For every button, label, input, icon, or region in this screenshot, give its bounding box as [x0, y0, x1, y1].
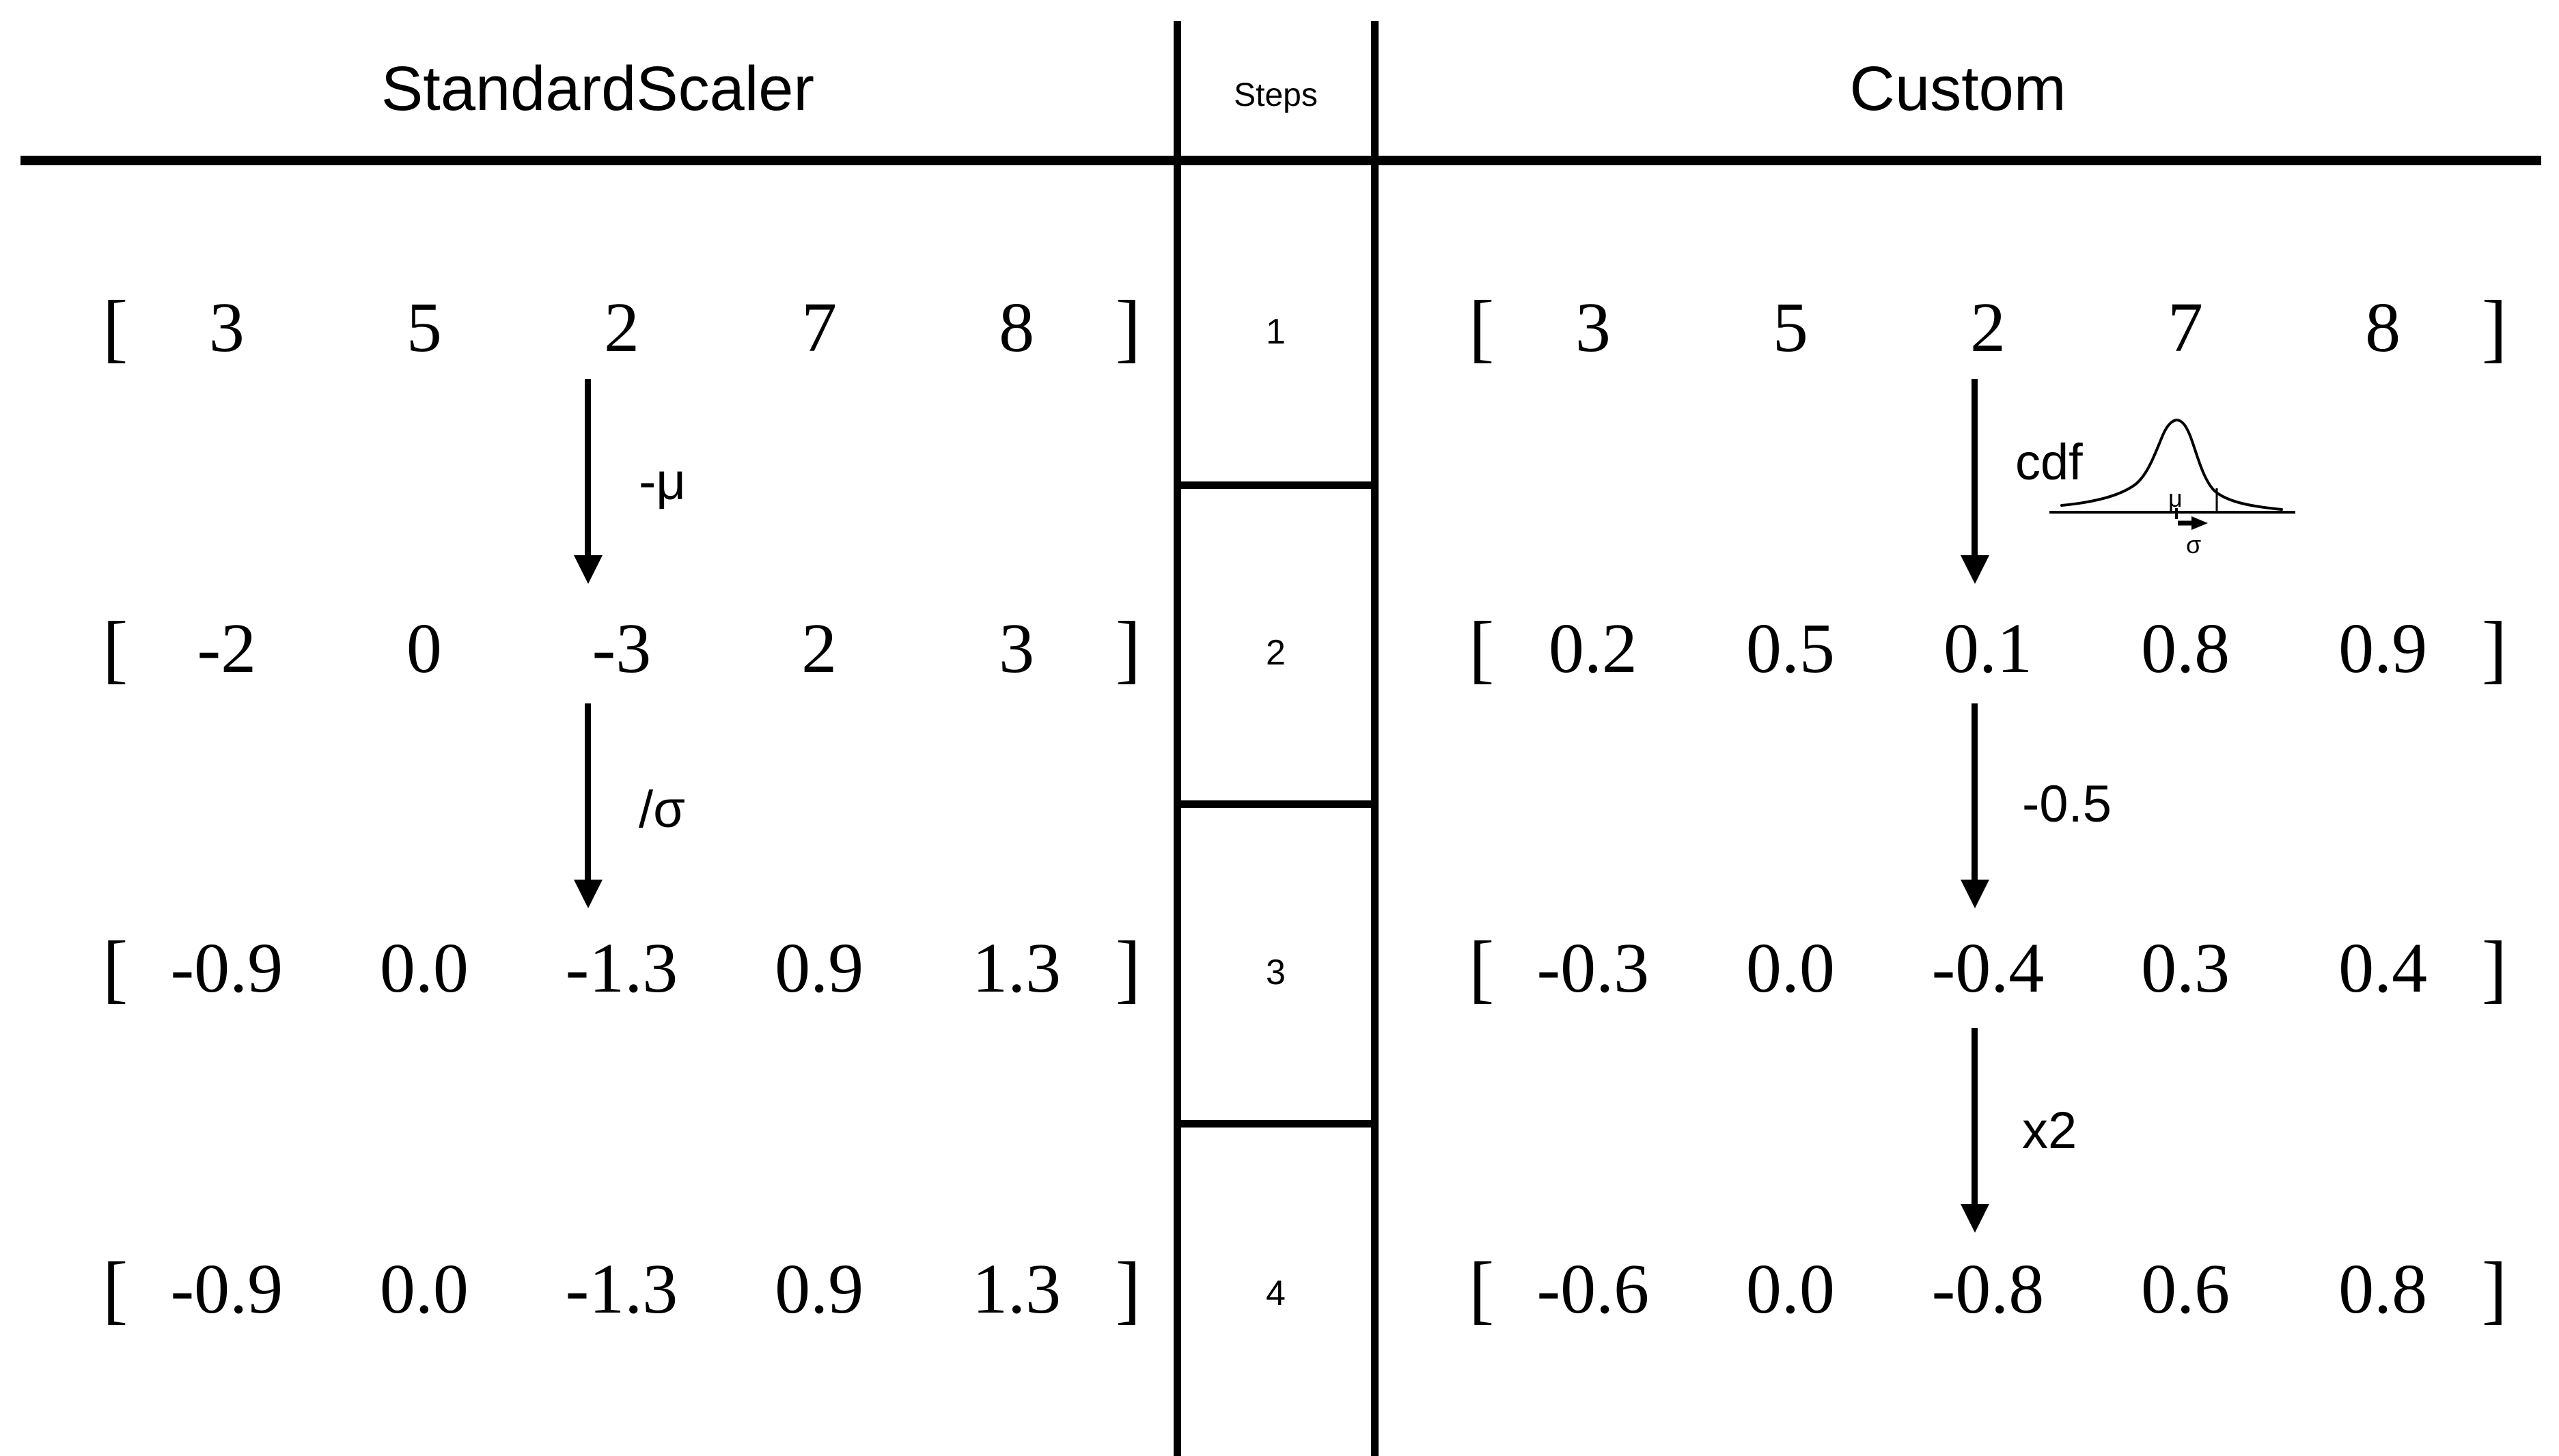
- open-bracket: [: [102, 285, 128, 370]
- left-r1-c3: 2: [603, 288, 639, 367]
- right-value-row-2: [ 0.2 0.5 0.1 0.8 0.9 ]: [1469, 608, 2507, 690]
- open-bracket: [: [102, 606, 128, 691]
- step-number-3: 3: [1266, 953, 1286, 992]
- close-bracket: ]: [2481, 926, 2507, 1011]
- left-r2-c3: -3: [592, 609, 652, 688]
- right-r3-c1: -0.3: [1536, 929, 1650, 1007]
- steps-column-right-border: [1371, 21, 1379, 1456]
- column-header-steps: Steps: [1234, 77, 1318, 113]
- step-divider-1-2: [1177, 481, 1374, 489]
- right-r2-c2: 0.5: [1745, 609, 1835, 688]
- right-arrow-label-minus-half: -0.5: [2022, 775, 2112, 833]
- right-r1-c3: 2: [1969, 288, 2006, 367]
- cdf-inset: cdf μ σ: [2015, 382, 2343, 567]
- open-bracket: [: [102, 1247, 128, 1332]
- left-r3-c5: 1.3: [972, 929, 1062, 1007]
- step-number-2: 2: [1266, 633, 1286, 673]
- step-number-4: 4: [1266, 1274, 1286, 1313]
- right-r2-c1: 0.2: [1548, 609, 1637, 688]
- left-r4-c3: -1.3: [565, 1250, 678, 1328]
- left-r3-c1: -0.9: [170, 929, 283, 1007]
- right-r4-c5: 0.8: [2338, 1250, 2428, 1328]
- right-r2-c3: 0.1: [1943, 609, 2032, 688]
- right-r3-c4: 0.3: [2141, 929, 2230, 1007]
- left-r3-c3: -1.3: [565, 929, 678, 1007]
- open-bracket: [: [1469, 606, 1495, 691]
- close-bracket: ]: [2481, 285, 2507, 370]
- close-bracket: ]: [1115, 1247, 1141, 1332]
- open-bracket: [: [1469, 1247, 1495, 1332]
- open-bracket: [: [1469, 285, 1495, 370]
- right-r4-c4: 0.6: [2141, 1250, 2230, 1328]
- right-r4-c3: -0.8: [1931, 1250, 2045, 1328]
- close-bracket: ]: [2481, 1247, 2507, 1332]
- right-arrow-step3-to-step4-icon: [1954, 1028, 1995, 1233]
- right-r2-c5: 0.9: [2338, 609, 2428, 688]
- right-r1-c4: 7: [2168, 288, 2204, 367]
- step-divider-2-3: [1177, 800, 1374, 808]
- header-horizontal-rule: [20, 156, 2541, 165]
- left-r2-c1: -2: [197, 609, 257, 688]
- left-r2-c2: 0: [406, 609, 442, 688]
- left-r4-c1: -0.9: [170, 1250, 283, 1328]
- left-value-row-1: [ 3 5 2 7 8 ]: [102, 287, 1141, 369]
- cdf-inset-label: cdf: [2015, 434, 2083, 490]
- right-r3-c5: 0.4: [2338, 929, 2428, 1007]
- right-arrow-step2-to-step3-icon: [1954, 703, 1995, 908]
- left-r4-c4: 0.9: [775, 1250, 864, 1328]
- right-value-row-4: [ -0.6 0.0 -0.8 0.6 0.8 ]: [1469, 1248, 2507, 1330]
- left-value-row-2: [ -2 0 -3 2 3 ]: [102, 608, 1141, 690]
- right-r2-c4: 0.8: [2141, 609, 2230, 688]
- column-header-custom: Custom: [1849, 54, 2066, 124]
- normal-distribution-curve-icon: μ σ: [2049, 418, 2295, 559]
- left-r3-c4: 0.9: [775, 929, 864, 1007]
- svg-text:μ: μ: [2168, 484, 2183, 512]
- right-value-row-3: [ -0.3 0.0 -0.4 0.3 0.4 ]: [1469, 927, 2507, 1009]
- right-r3-c2: 0.0: [1745, 929, 1835, 1007]
- step-divider-3-4: [1177, 1120, 1374, 1128]
- right-arrow-label-times-two: x2: [2022, 1102, 2077, 1160]
- close-bracket: ]: [1115, 606, 1141, 691]
- open-bracket: [: [1469, 926, 1495, 1011]
- step-number-1: 1: [1266, 312, 1286, 352]
- left-r1-c1: 3: [208, 288, 245, 367]
- close-bracket: ]: [2481, 606, 2507, 691]
- svg-text:σ: σ: [2186, 531, 2201, 559]
- left-arrow-step2-to-step3-icon: [567, 703, 608, 908]
- left-arrow-label-divide-sigma: /σ: [639, 781, 686, 839]
- left-r1-c2: 5: [406, 288, 442, 367]
- left-arrow-label-minus-mu: -μ: [639, 453, 687, 511]
- left-r1-c4: 7: [801, 288, 838, 367]
- right-r1-c2: 5: [1772, 288, 1808, 367]
- right-r1-c1: 3: [1575, 288, 1611, 367]
- left-value-row-3: [ -0.9 0.0 -1.3 0.9 1.3 ]: [102, 927, 1141, 1009]
- close-bracket: ]: [1115, 285, 1141, 370]
- left-r1-c5: 8: [999, 288, 1035, 367]
- right-r1-c5: 8: [2365, 288, 2401, 367]
- column-header-standardscaler: StandardScaler: [381, 54, 815, 124]
- left-arrow-step1-to-step2-icon: [567, 379, 608, 584]
- left-r2-c5: 3: [999, 609, 1035, 688]
- left-r3-c2: 0.0: [379, 929, 469, 1007]
- open-bracket: [: [102, 926, 128, 1011]
- right-arrow-step1-to-step2-icon: [1954, 379, 1995, 584]
- right-r4-c2: 0.0: [1745, 1250, 1835, 1328]
- close-bracket: ]: [1115, 926, 1141, 1011]
- right-value-row-1: [ 3 5 2 7 8 ]: [1469, 287, 2507, 369]
- left-r4-c2: 0.0: [379, 1250, 469, 1328]
- steps-column-left-border: [1174, 21, 1181, 1456]
- left-value-row-4: [ -0.9 0.0 -1.3 0.9 1.3 ]: [102, 1248, 1141, 1330]
- right-r3-c3: -0.4: [1931, 929, 2045, 1007]
- left-r4-c5: 1.3: [972, 1250, 1062, 1328]
- right-r4-c1: -0.6: [1536, 1250, 1650, 1328]
- left-r2-c4: 2: [801, 609, 838, 688]
